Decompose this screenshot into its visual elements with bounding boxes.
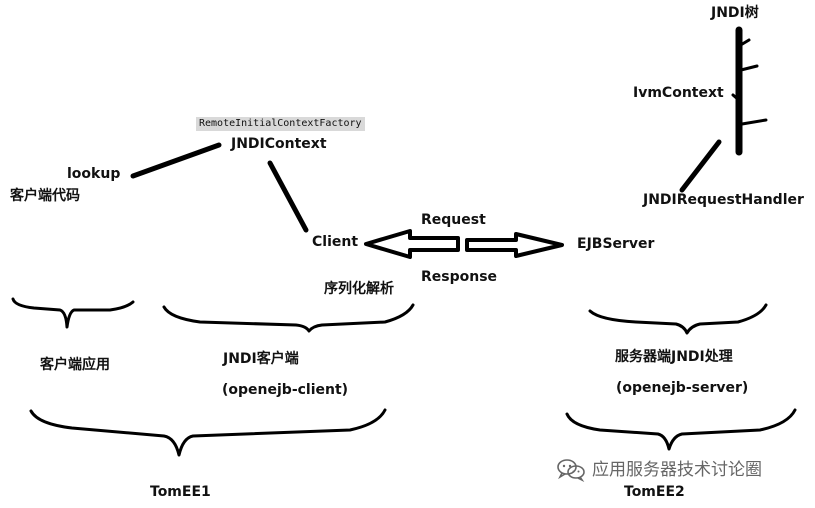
serialization-label: 序列化解析 (324, 281, 394, 297)
lookup-connector (130, 142, 222, 179)
client-label: Client (312, 234, 359, 250)
brace-server-jndi (588, 303, 768, 335)
handler-tree-connector (679, 139, 722, 193)
tomee2-label: TomEE2 (624, 484, 685, 500)
brace-jndi-client (162, 303, 415, 333)
openejb-server-label: (openejb-server) (616, 380, 749, 396)
brace-client-app (11, 297, 135, 329)
request-arrow (465, 232, 564, 258)
ejb-server-label: EJBServer (577, 236, 655, 252)
response-label: Response (421, 269, 498, 285)
lookup-label: lookup (67, 166, 121, 182)
tomee1-label: TomEE1 (150, 484, 211, 500)
client-app-label: 客户端应用 (40, 357, 110, 373)
wechat-icon (557, 459, 585, 482)
brace-tomee2 (565, 408, 797, 451)
jndi-tree-branch (731, 93, 742, 103)
response-arrow (364, 229, 460, 259)
ivm-context-label: IvmContext (633, 85, 724, 101)
client-code-label: 客户端代码 (10, 188, 80, 204)
jndi-tree-label: JNDI树 (711, 5, 759, 21)
request-label: Request (421, 212, 486, 228)
server-jndi-label: 服务器端JNDI处理 (615, 349, 733, 365)
jndi-request-handler-label: JNDIRequestHandler (643, 192, 804, 208)
jndi-client-label: JNDI客户端 (223, 351, 299, 367)
openejb-client-label: (openejb-client) (222, 382, 349, 398)
brace-tomee1 (29, 408, 387, 457)
jndi-tree-branch (739, 64, 759, 72)
jndi-context-label: JNDIContext (231, 136, 327, 152)
watermark-text: 应用服务器技术讨论圈 (592, 460, 762, 480)
factory-label: RemoteInitialContextFactory (196, 117, 365, 131)
context-client-connector (267, 160, 309, 233)
jndi-tree-branch (740, 118, 768, 126)
jndi-tree-branch (737, 38, 751, 48)
